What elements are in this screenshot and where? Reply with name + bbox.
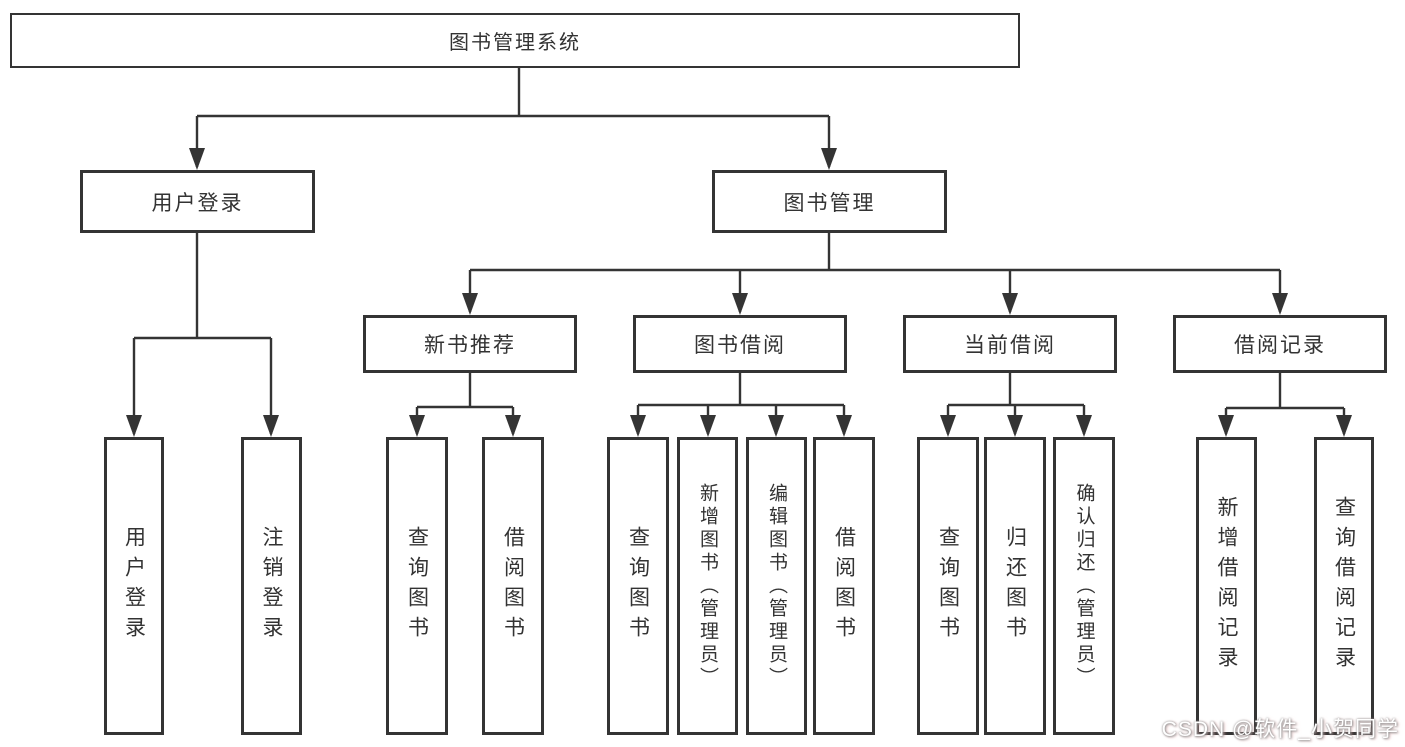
leaf-confirm-return-admin: 确认归还（管理员） — [1053, 437, 1115, 735]
leaf-query-borrow-record: 查询借阅记录 — [1314, 437, 1374, 735]
leaf-user-login: 用户登录 — [104, 437, 164, 735]
leaf-borrow-book: 借阅图书 — [813, 437, 875, 735]
node-book-management: 图书管理 — [712, 170, 947, 233]
leaf-logout: 注销登录 — [241, 437, 302, 735]
leaf-return-book: 归还图书 — [984, 437, 1046, 735]
leaf-current-query-book: 查询图书 — [917, 437, 979, 735]
leaf-add-book-admin: 新增图书（管理员） — [677, 437, 738, 735]
leaf-add-borrow-record: 新增借阅记录 — [1196, 437, 1257, 735]
node-user-login: 用户登录 — [80, 170, 315, 233]
node-book-borrow: 图书借阅 — [633, 315, 847, 373]
node-current-borrow: 当前借阅 — [903, 315, 1117, 373]
leaf-recommend-query-book: 查询图书 — [386, 437, 448, 735]
leaf-edit-book-admin: 编辑图书（管理员） — [746, 437, 807, 735]
node-borrow-records: 借阅记录 — [1173, 315, 1387, 373]
arrowheads — [126, 148, 1352, 437]
node-library-management-system: 图书管理系统 — [10, 13, 1020, 68]
leaf-recommend-borrow-book: 借阅图书 — [482, 437, 544, 735]
leaf-borrow-query-book: 查询图书 — [607, 437, 669, 735]
node-new-book-recommend: 新书推荐 — [363, 315, 577, 373]
csdn-watermark: CSDN @软件_小贺同学 — [1161, 718, 1399, 741]
